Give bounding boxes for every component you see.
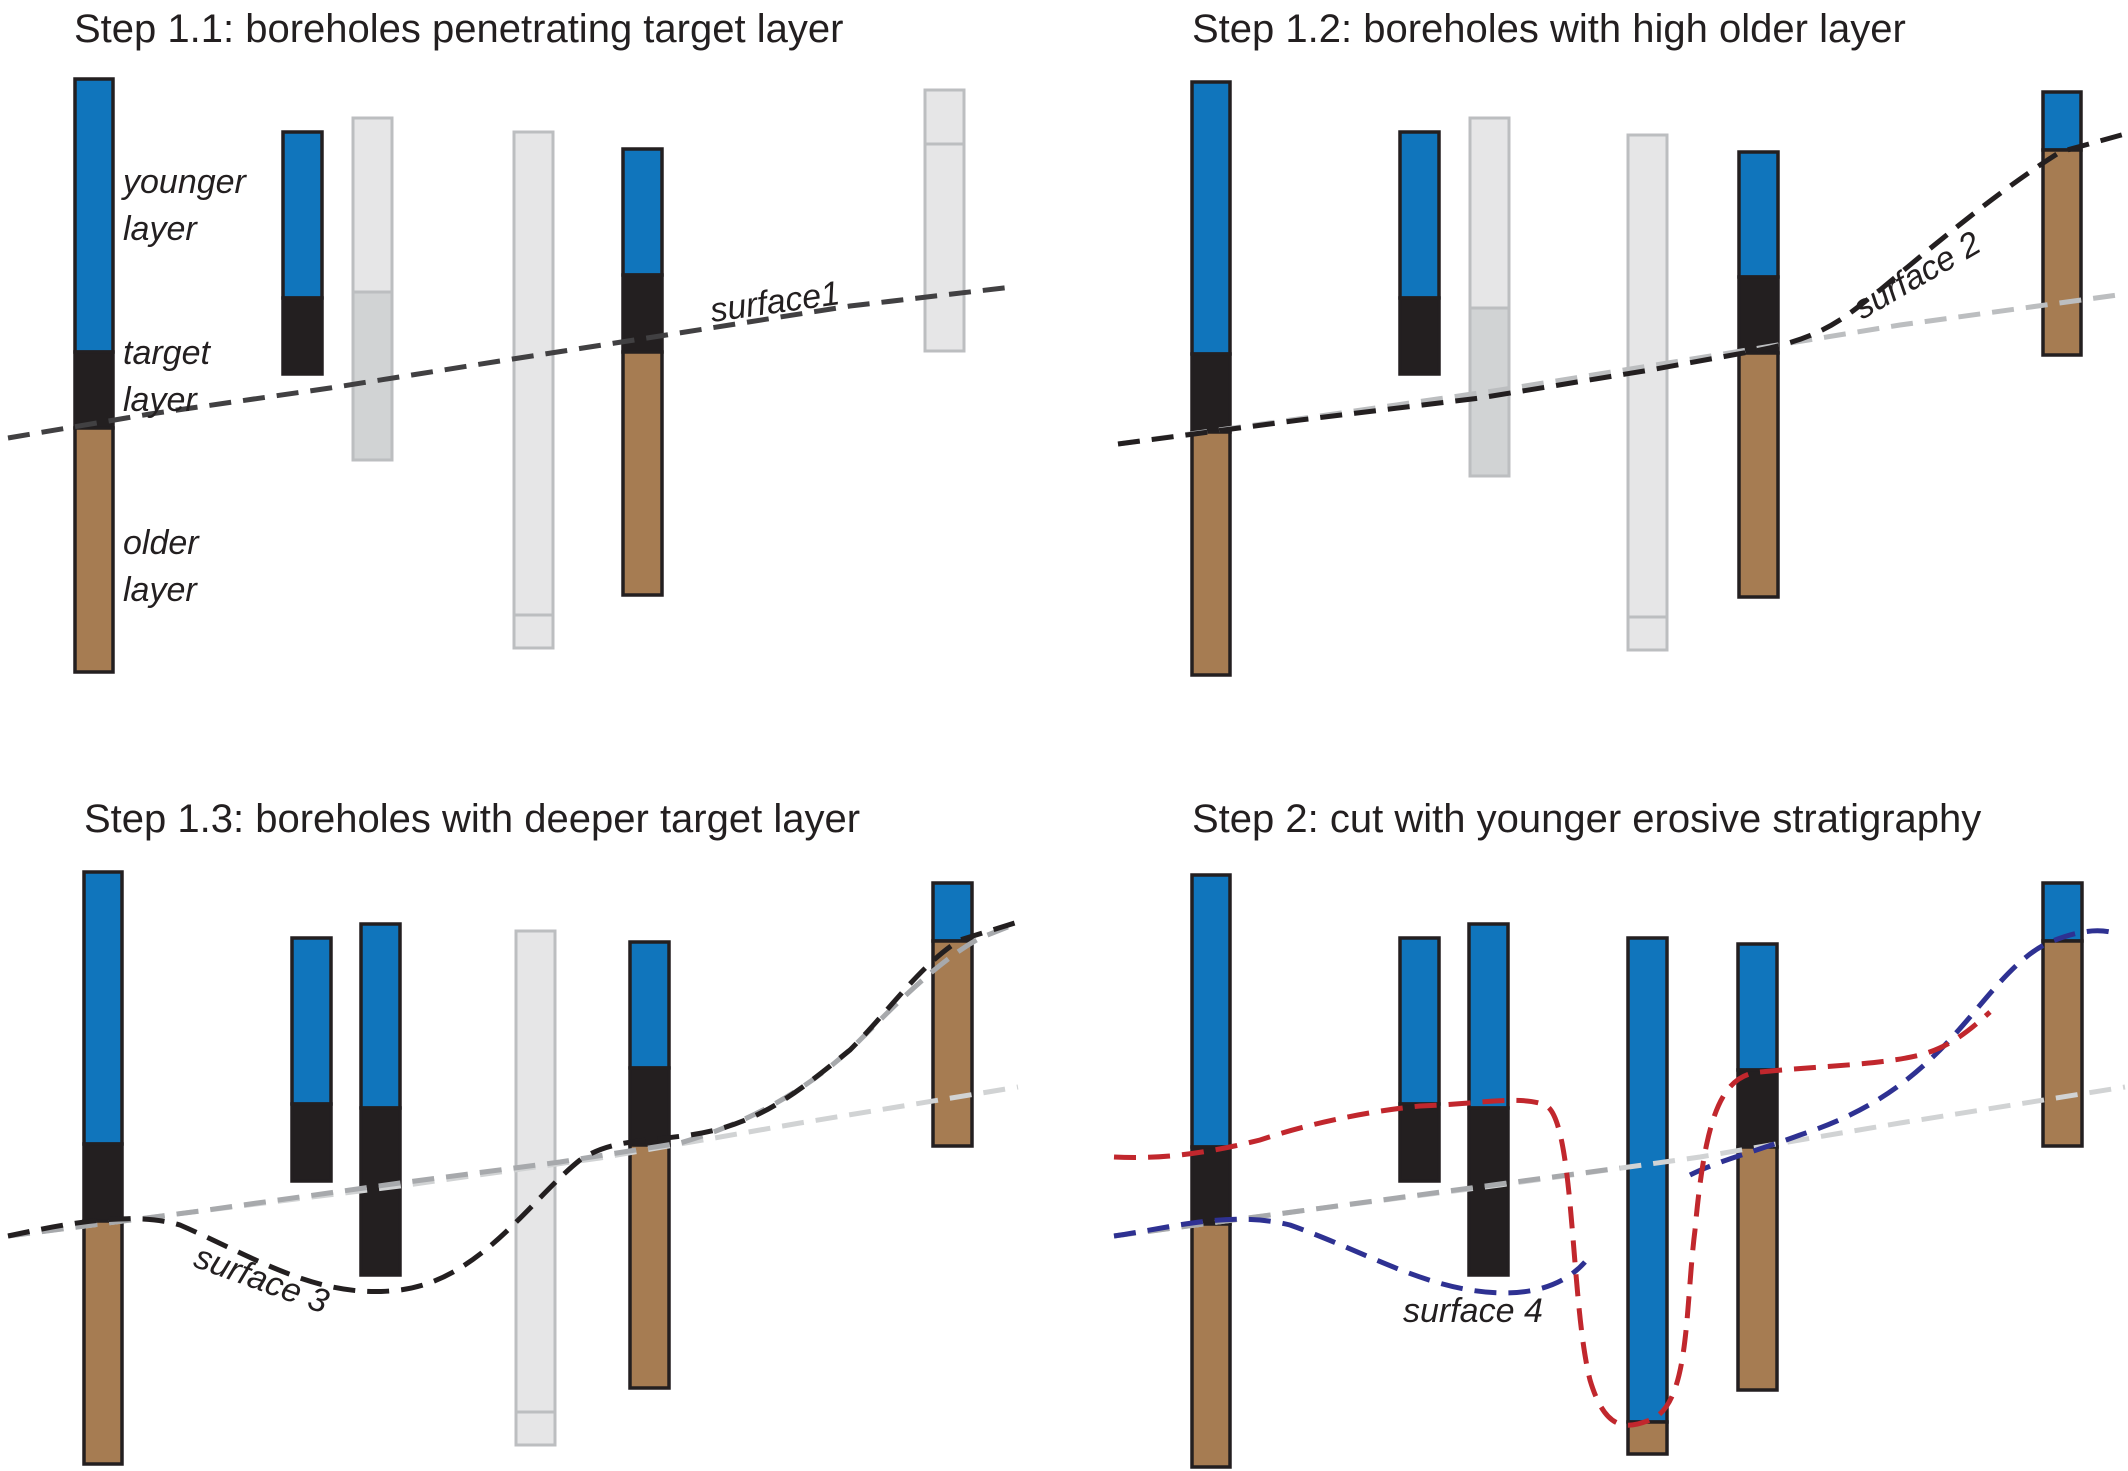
layer-label: layer [123,571,198,609]
panel-title: Step 1.2: boreholes with high older laye… [1192,7,1906,51]
borehole [359,922,402,1277]
borehole [1190,873,1232,1469]
borehole [1398,130,1441,376]
borehole [73,77,115,674]
surface-composite-reference-line [1113,1165,1621,1239]
surface1-reference-line [7,1084,1019,1239]
ghost-borehole [512,130,555,650]
erosive-cut-red-line [1113,1010,1992,1428]
layer-label: younger [121,163,248,201]
borehole [2041,90,2083,357]
borehole [1737,150,1780,599]
panel-step-1-3: Step 1.3: boreholes with deeper target l… [7,797,1019,1466]
surface1-line [7,284,1013,441]
borehole [621,147,664,597]
panel-title: Step 2: cut with younger erosive stratig… [1192,797,1981,841]
panel-title: Step 1.3: boreholes with deeper target l… [84,797,860,841]
panel-title: Step 1.1: boreholes penetrating target l… [74,7,843,51]
surface-label: surface 2 [1847,224,1987,327]
borehole [82,870,124,1466]
surface3-line [7,919,1019,1295]
panel-step-1-2: Step 1.2: boreholes with high older laye… [1117,7,2126,677]
ghost-borehole [351,116,394,462]
layer-label: older [123,524,200,562]
surface-label: surface 4 [1403,1292,1543,1330]
surface2-reference-line [7,920,1019,1239]
borehole [931,881,974,1148]
panel-step-1-1: Step 1.1: boreholes penetrating target l… [7,7,1013,674]
surface1-reference-line [1117,291,2126,447]
layer-label: layer [123,381,198,419]
surface2-line [1117,131,2126,447]
borehole [628,940,671,1390]
layer-label: target [123,334,211,372]
borehole [1736,942,1779,1392]
surface-label: surface 3 [189,1238,333,1322]
borehole [1626,936,1669,1456]
borehole [281,130,324,376]
borehole [2041,881,2084,1148]
surface-label: surface1 [708,274,842,330]
borehole [290,936,333,1183]
borehole [1398,936,1441,1183]
ghost-borehole [1468,116,1511,478]
panel-step-2: Step 2: cut with younger erosive stratig… [1113,797,2126,1469]
layer-label: layer [123,210,198,248]
ghost-borehole [1626,133,1669,652]
borehole [1190,80,1232,677]
borehole [1467,922,1510,1277]
ghost-borehole [923,88,966,353]
